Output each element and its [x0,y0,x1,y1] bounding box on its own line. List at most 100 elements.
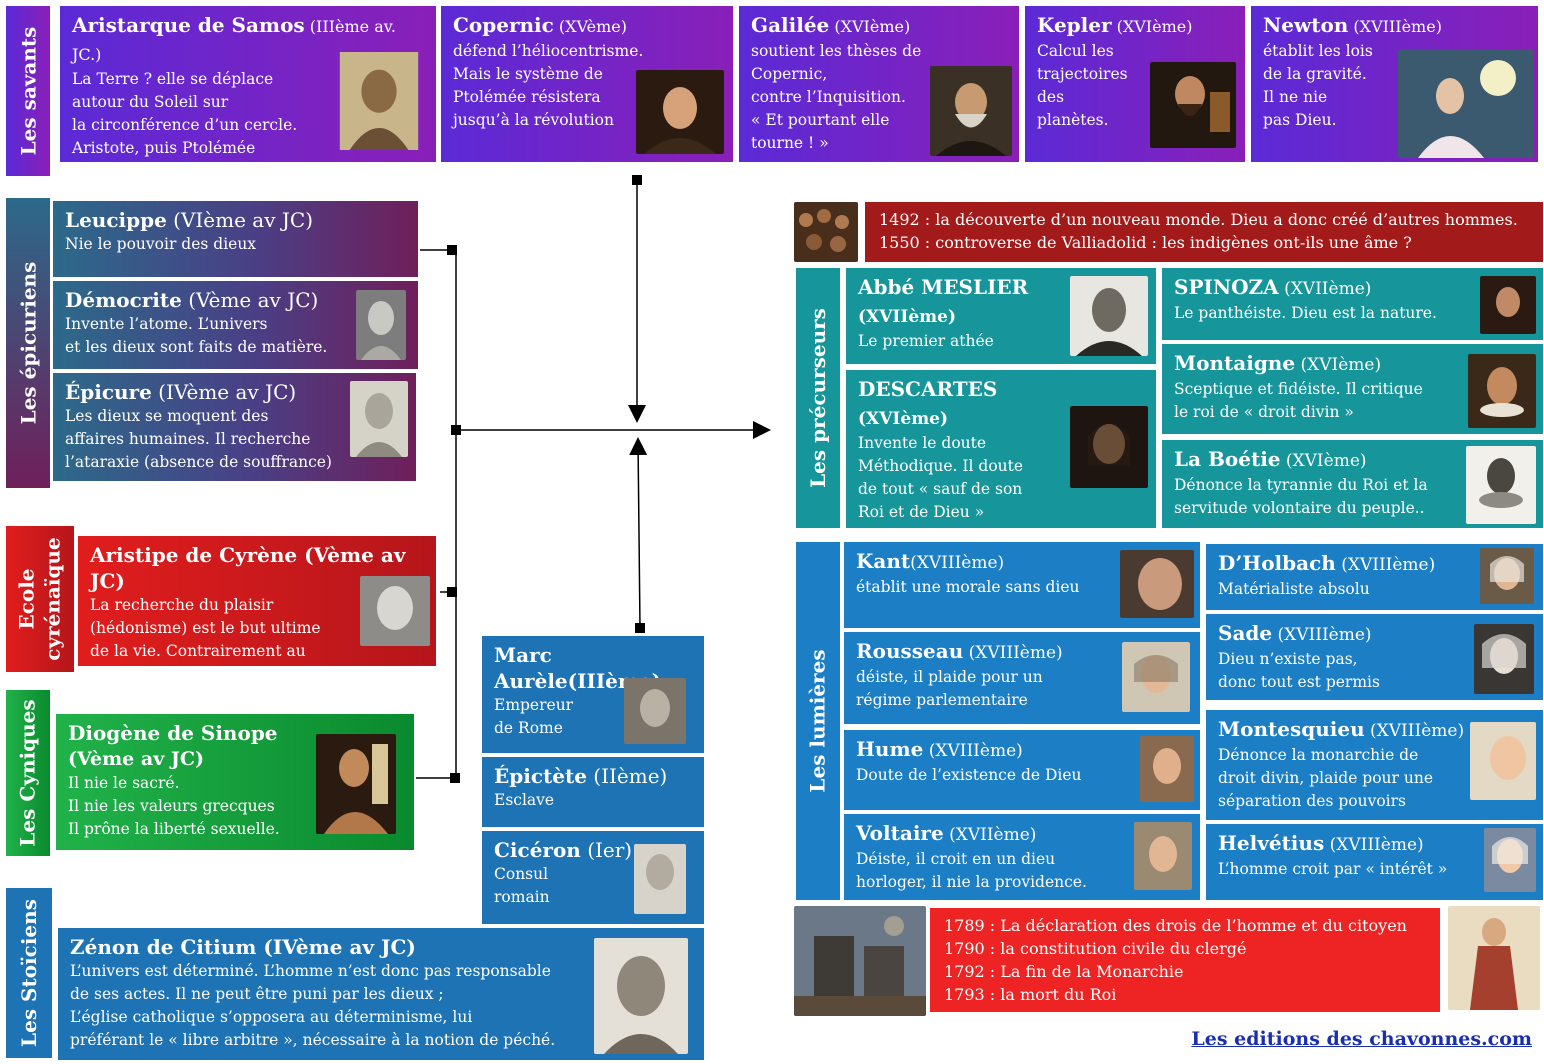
lumiere-era: (XVIIIème) [1324,835,1423,855]
event-1492: 1492 : la découverte d’un nouveau monde.… [865,202,1543,262]
event-1492-text: 1492 : la découverte d’un nouveau monde.… [879,208,1529,254]
savant-name: Newton [1263,13,1348,37]
portrait-aristarque-icon [338,52,420,150]
portrait-democrite-icon [356,290,406,360]
lumiere-era: (XVIIème) [944,825,1037,845]
portrait-marc-aurele-icon [624,678,686,744]
precurseur-name: Montaigne [1174,351,1295,375]
precurseur-era: (XVIème) [858,409,948,429]
lumiere-name: Helvétius [1218,831,1324,855]
lumiere-era: (XVIIIème) [1365,721,1464,741]
precurseur-name: DESCARTES [858,377,997,401]
savant-era: (XVIème) [1112,17,1193,36]
label-epicuriens-text: Les épicuriens [15,262,41,425]
label-epicuriens: Les épicuriens [6,198,50,488]
precurseur-era: (XVIIème) [858,307,956,327]
precurseur-era: (XVIème) [1295,355,1381,375]
diogene-era: (Vème av JC) [68,748,204,770]
savant-era: (XVIIIème) [1348,17,1442,36]
label-precurseurs: Les précurseurs [796,268,840,528]
label-stoiciens-text: Les Stoïciens [16,899,42,1047]
epicurien-text: Invente l’atome. L’univers et les dieux … [65,313,406,359]
label-cyrenaique: Ecole cyrénaïque [6,526,74,672]
diogene-name: Diogène de Sinope [68,721,278,745]
zenon-name: Zénon de Citium [70,935,256,959]
portrait-dholbach-icon [1480,548,1534,604]
stoicien-era: (Ier) [581,838,632,862]
lumiere-name: Hume [856,737,923,761]
portrait-newton-icon [1398,50,1534,158]
stoicien-name: Marc Aurèle [494,643,568,693]
lumiere-era: (XVIIIème) [963,643,1062,663]
portrait-copernic-icon [636,70,724,154]
label-precurseurs-text: Les précurseurs [805,308,831,488]
event-1789-text: 1789 : La déclaration des drois de l’hom… [944,914,1426,1006]
precurseur-name: La Boétie [1174,447,1281,471]
savant-name: Galilée [751,13,829,37]
epicurien-name: Démocrite [65,288,182,312]
stoicien-text: Esclave [494,789,692,812]
precurseur-name: SPINOZA [1174,275,1279,299]
label-savants-text: Les savants [15,27,41,156]
caricature-image-icon [1448,906,1540,1010]
savant-era: (XVIème) [829,17,910,36]
bastille-image-icon [794,906,926,1016]
savant-era: (XVème) [554,17,627,36]
portrait-epicure-icon [350,381,408,457]
lumiere-name: D’Holbach [1218,551,1336,575]
portrait-zenon-icon [594,938,688,1054]
portrait-voltaire-icon [1134,822,1192,890]
portrait-meslier-icon [1070,276,1148,356]
precurseur-era: (XVIIème) [1279,279,1372,299]
portrait-montesquieu-icon [1470,722,1536,800]
label-stoiciens: Les Stoïciens [6,888,52,1058]
lumiere-name: Sade [1218,621,1272,645]
label-cyniques: Les Cyniques [6,690,50,856]
crowd-image-icon [794,202,858,262]
epicurien-era: (VIème av JC) [167,208,313,232]
lumiere-era: (XVIIIème) [910,553,1004,573]
precurseur-era: (XVIème) [1281,451,1367,471]
savant-name: Kepler [1037,13,1112,37]
portrait-rousseau-icon [1122,642,1190,712]
portrait-sade-icon [1474,624,1534,694]
portrait-galilee-icon [930,66,1012,156]
stoicien-name: Cicéron [494,838,581,862]
stoicien-name: Épictète [494,764,587,788]
label-lumieres-text: Les lumières [805,649,831,792]
portrait-helvetius-icon [1484,828,1536,892]
stoicien-epictete: Épictète (IIème) Esclave [482,757,704,827]
label-savants: Les savants [6,6,50,176]
footer-link[interactable]: Les editions des chavonnes.com [1191,1028,1532,1050]
precurseur-text: Le panthéiste. Dieu est la nature. [1174,302,1531,325]
savant-name: Copernic [453,13,554,37]
aristippe-name: Aristipe de Cyrène [90,543,297,567]
lumiere-text: Doute de l’existence de Dieu [856,764,1188,787]
portrait-kepler-icon [1150,62,1236,148]
zenon-era: (IVème av JC) [256,935,415,959]
savant-name: Aristarque de Samos [72,13,305,37]
label-lumieres: Les lumières [796,542,840,900]
portrait-kant-icon [1120,550,1194,618]
precurseur-name: Abbé MESLIER [858,275,1028,299]
lumiere-name: Kant [856,549,910,573]
event-1789: 1789 : La déclaration des drois de l’hom… [930,908,1440,1012]
portrait-ciceron-icon [634,844,686,914]
portrait-montaigne-icon [1468,354,1536,428]
epicurien-era: (Vème av JC) [182,288,318,312]
label-cyrenaique-text: Ecole cyrénaïque [14,537,66,660]
lumiere-name: Rousseau [856,639,963,663]
portrait-laboetie-icon [1466,446,1536,524]
lumiere-era: (XVIIIème) [1336,555,1435,575]
portrait-diogene-icon [316,734,396,834]
epicurien-name: Leucippe [65,208,167,232]
epicurien-name: Épicure [65,380,152,404]
lumiere-name: Voltaire [856,821,944,845]
portrait-descartes-icon [1070,406,1148,488]
lumiere-name: Montesquieu [1218,717,1365,741]
stoicien-era: (IIème) [587,764,667,788]
lumiere-era: (XVIIIème) [1272,625,1371,645]
epicurien-text: Nie le pouvoir des dieux [65,233,406,256]
portrait-hume-icon [1140,736,1194,802]
epicurien-era: (IVème av JC) [152,380,296,404]
